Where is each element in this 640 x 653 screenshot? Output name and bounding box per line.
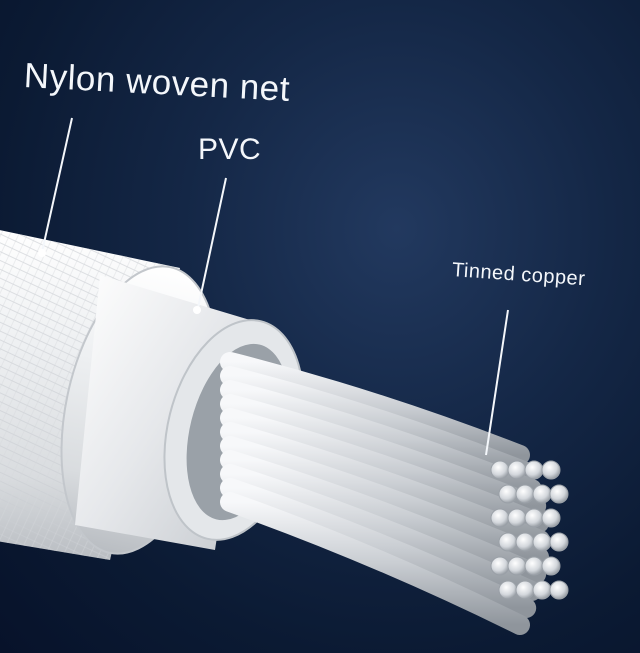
copper-strand bbox=[220, 478, 537, 618]
copper-strand-end bbox=[541, 460, 561, 480]
copper-strand bbox=[220, 492, 530, 635]
copper-strand-end bbox=[498, 532, 518, 552]
copper-strand-end bbox=[515, 532, 535, 552]
nylon-leader-line bbox=[41, 117, 73, 253]
copper-strand-end bbox=[490, 460, 510, 480]
copper-strand-end bbox=[549, 484, 569, 504]
copper-strand-end bbox=[490, 508, 510, 528]
copper-strand-end bbox=[532, 580, 552, 600]
copper-strand-end bbox=[515, 484, 535, 504]
copper-strand-end bbox=[532, 484, 552, 504]
copper-strand-end bbox=[515, 580, 535, 600]
pvc-leader-dot bbox=[193, 306, 201, 314]
tinned-copper-strands bbox=[220, 352, 569, 635]
copper-strand-end bbox=[524, 508, 544, 528]
pvc-label: PVC bbox=[198, 133, 262, 166]
copper-strand bbox=[220, 352, 530, 465]
copper-strand-end bbox=[507, 460, 527, 480]
copper-strand-end bbox=[507, 508, 527, 528]
copper-strand-end bbox=[498, 484, 518, 504]
copper-strand-end bbox=[498, 580, 518, 600]
copper-strand-end bbox=[541, 508, 561, 528]
copper-strand bbox=[220, 464, 542, 601]
copper-strand-end bbox=[524, 556, 544, 576]
copper-strand-end bbox=[541, 556, 561, 576]
copper-leader-line bbox=[485, 309, 509, 456]
copper-strand bbox=[220, 394, 547, 516]
copper-strand-end bbox=[549, 580, 569, 600]
copper-strand-end bbox=[524, 460, 544, 480]
copper-strand-end bbox=[507, 556, 527, 576]
copper-strand bbox=[220, 366, 537, 482]
copper-strand-end bbox=[532, 532, 552, 552]
copper-strand-end bbox=[549, 532, 569, 552]
copper-strand-end bbox=[490, 556, 510, 576]
copper-strand bbox=[220, 436, 550, 567]
pvc-leader-line bbox=[197, 177, 227, 309]
copper-strand bbox=[220, 450, 547, 584]
copper-strand bbox=[220, 408, 550, 533]
nylon-leader-dot bbox=[38, 249, 46, 257]
